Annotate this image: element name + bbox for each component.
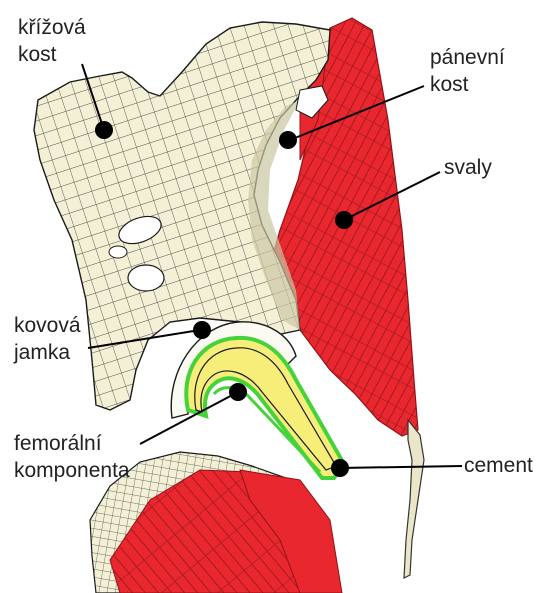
label-femoral: femorální komponenta bbox=[14, 430, 130, 484]
femur-outline bbox=[404, 420, 424, 578]
leader-cement bbox=[340, 466, 462, 468]
label-cup-line2: jamka bbox=[14, 339, 81, 366]
label-cup-line1: kovová bbox=[14, 312, 81, 339]
label-femoral-line1: femorální bbox=[14, 430, 130, 457]
label-pelvis: pánevní kost bbox=[430, 44, 505, 98]
label-sacrum: křížová kost bbox=[18, 14, 86, 68]
label-pelvis-line1: pánevní bbox=[430, 44, 505, 71]
label-sacrum-line2: kost bbox=[18, 41, 86, 68]
label-cup: kovová jamka bbox=[14, 312, 81, 366]
marker-cup bbox=[193, 321, 211, 339]
marker-pelvis bbox=[279, 131, 297, 149]
label-pelvis-line2: kost bbox=[430, 71, 505, 98]
label-cement: cement bbox=[464, 452, 533, 479]
label-femoral-line2: komponenta bbox=[14, 457, 130, 484]
marker-sacrum bbox=[95, 121, 113, 139]
label-muscles: svaly bbox=[444, 154, 492, 181]
label-cement-line1: cement bbox=[464, 452, 533, 479]
label-sacrum-line1: křížová bbox=[18, 14, 86, 41]
marker-muscles bbox=[335, 211, 353, 229]
marker-femoral bbox=[229, 383, 247, 401]
marker-cement bbox=[331, 459, 349, 477]
label-muscles-line1: svaly bbox=[444, 154, 492, 181]
